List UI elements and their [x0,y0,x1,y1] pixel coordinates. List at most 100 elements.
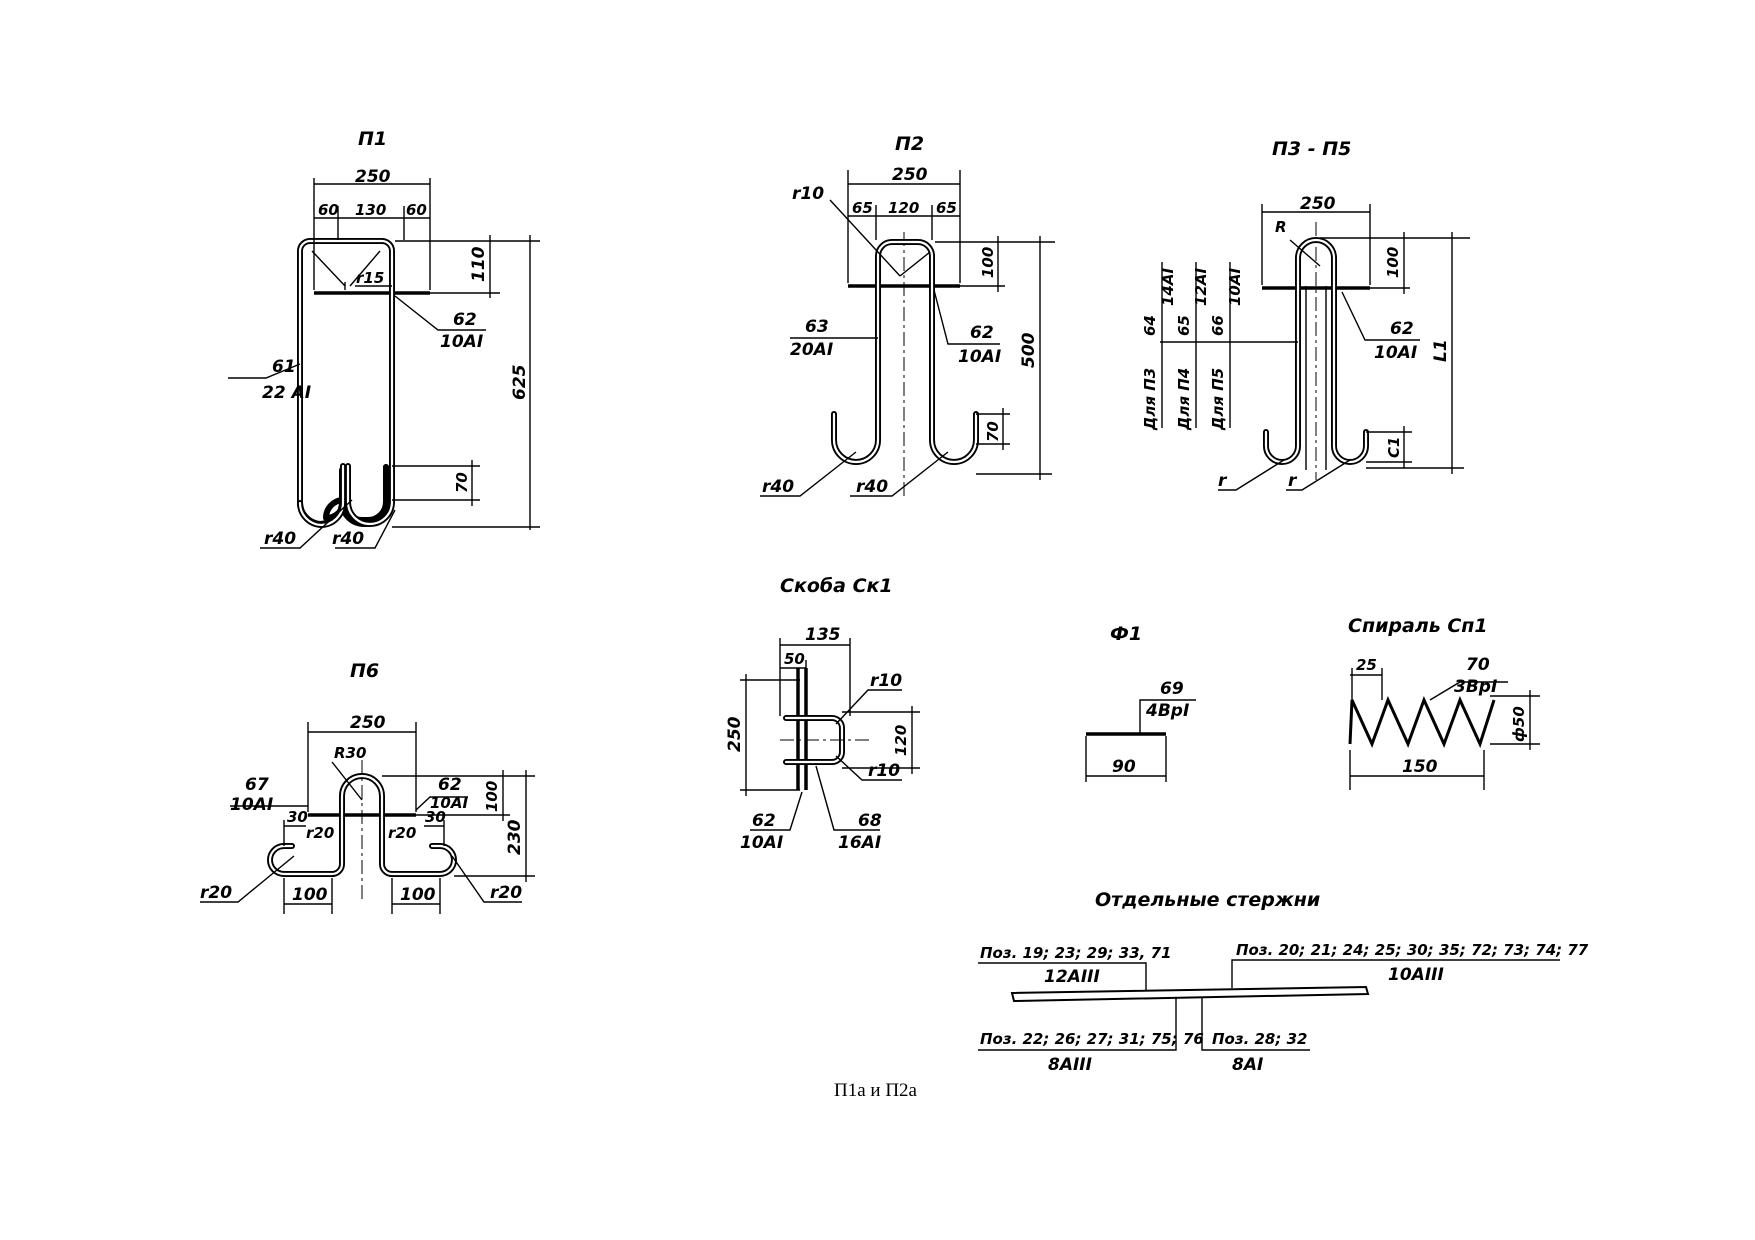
p3p5-dim-hook: C1 [1385,437,1403,458]
p6-dim-total-width: 250 [350,713,386,733]
rods-top-left-pos: Поз. 19; 23; 29; 33, 71 [980,944,1171,962]
p2-radius-top: r10 [792,184,824,204]
p6-drawing: П6 R30 250 100 230 30 30 r20 r20 67 10AI [200,660,535,914]
p6-dim-bottom-left: 100 [292,885,328,905]
sp1-dim-diameter: ф50 [1510,706,1528,742]
p1-bar-main-pos: 61 [272,357,296,377]
sk1-bar-b-pos: 68 [858,811,882,831]
p3p5-bar-cross-pos: 62 [1390,319,1414,339]
p2-dim-left: 65 [852,199,873,217]
p6-dim-bottom-right: 100 [400,885,436,905]
p2-radius-right: r40 [856,477,888,497]
f1-bar-pos: 69 [1160,679,1184,699]
p6-title: П6 [350,660,379,682]
p6-bar-left-pos: 67 [245,775,269,795]
p2-bar-cross-spec: 10AI [958,347,1001,367]
p1-dim-left: 60 [318,201,339,219]
sk1-dim-inner: 50 [784,650,805,668]
p2-drawing: П2 r10 250 65 120 65 100 500 70 63 20AI [760,133,1055,500]
rods-drawing: Отдельные стержни Поз. 19; 23; 29; 33, 7… [978,889,1589,1075]
p6-dim-height: 230 [505,819,525,855]
rods-top-right-spec: 10AIII [1388,965,1444,985]
p1-dim-hook: 70 [453,472,471,493]
caption: П1а и П2а [834,1080,918,1101]
p6-bar-right-spec: 10AI [430,794,468,812]
sk1-dim-top: 135 [805,625,841,645]
p3p5-dim-top: 100 [1384,247,1402,278]
sp1-title: Спираль Сп1 [1348,615,1488,637]
p2-dim-height: 500 [1019,332,1039,368]
p1-bar-main-spec: 22 AI [262,383,311,403]
p6-dim-side-left: 30 [287,808,308,826]
p6-bar-right-pos: 62 [438,775,462,795]
p6-dim-side-right: 30 [425,808,446,826]
sk1-dim-right: 120 [892,725,910,756]
p3p5-variant-3-pos: 66 [1209,315,1227,336]
p1-title: П1 [358,128,387,150]
p2-bar-cross-pos: 62 [970,323,994,343]
p1-dim-mid: 130 [355,201,386,219]
p2-bar-main-pos: 63 [805,317,829,337]
p6-dim-top: 100 [483,781,501,812]
p1-radius-left: r40 [264,529,296,549]
p3p5-bar-cross-spec: 10AI [1374,343,1417,363]
p1-dim-total-width: 250 [355,167,391,187]
sp1-drawing: Спираль Сп1 25 70 3ВрI 150 ф50 [1348,615,1540,790]
p2-radius-left: r40 [762,477,794,497]
rods-bottom-left-pos: Поз. 22; 26; 27; 31; 75; 76 [980,1030,1204,1048]
p1-drawing: П1 r15 250 60 130 60 110 625 [228,128,540,549]
p3p5-title: П3 - П5 [1272,138,1351,160]
p3p5-variant-1-label: Для П3 [1141,368,1159,431]
p3p5-dim-height: L1 [1431,339,1451,362]
p2-bar-main-spec: 20AI [790,340,833,360]
p2-main-bar [831,239,979,465]
p1-bar-cross-pos: 62 [453,310,477,330]
p2-dim-mid: 120 [888,199,919,217]
f1-bar-spec: 4ВрI [1145,701,1189,721]
p3p5-variant-2-label: Для П4 [1175,368,1193,431]
p3p5-dim-total-width: 250 [1300,194,1336,214]
sp1-bar-pos: 70 [1466,655,1490,675]
p2-dim-total-width: 250 [892,165,928,185]
p3p5-drawing: П3 - П5 R 250 100 L1 C1 Для П3 64 14AI [1141,138,1470,491]
sk1-dim-height: 250 [725,716,745,752]
sp1-bar-spec: 3ВрI [1454,677,1497,697]
p2-dim-top: 100 [979,247,997,278]
p6-radius-left-outer: r20 [200,883,232,903]
p2-dim-hook: 70 [984,421,1002,442]
sk1-radius-top: r10 [870,671,902,691]
f1-drawing: Ф1 69 4ВрI 90 [1085,623,1196,782]
rods-top-right-pos: Поз. 20; 21; 24; 25; 30; 35; 72; 73; 74;… [1236,941,1589,959]
p6-radius-left-inner: r20 [306,824,334,842]
rods-bottom-right-spec: 8AI [1232,1055,1263,1075]
sk1-radius-bottom: r10 [868,761,900,781]
p2-title: П2 [895,133,924,155]
rods-title: Отдельные стержни [1095,889,1320,911]
p3p5-variant-3-spec: 10AI [1226,268,1244,306]
p3p5-radius-top: R [1275,218,1287,236]
p1-dim-right: 60 [406,201,427,219]
sk1-bar-a-spec: 10AI [740,833,783,853]
p6-bar-left-spec: 10AI [230,795,273,815]
p1-radius-right: r40 [332,529,364,549]
p1-radius-inner: r15 [356,269,384,287]
rods-bottom-left-spec: 8AIII [1048,1055,1092,1075]
p3p5-variant-2-pos: 65 [1175,315,1193,336]
p3p5-radius-left: r [1218,471,1228,491]
p6-radius-right-inner: r20 [388,824,416,842]
p1-dim-top: 110 [469,246,489,282]
p3p5-variant-2-spec: 12AI [1192,268,1210,306]
p6-radius-right-outer: r20 [490,883,522,903]
p3p5-radius-right: r [1288,471,1298,491]
sp1-spiral [1348,696,1496,749]
sk1-bar-b-spec: 16AI [838,833,881,853]
p3p5-variant-3-label: Для П5 [1209,368,1227,431]
sp1-dim-pitch: 25 [1356,656,1377,674]
sk1-drawing: Скоба Ск1 135 50 250 120 r10 r10 62 10AI [725,575,920,853]
p6-radius-top: R30 [334,744,366,762]
rods-bottom-right-pos: Поз. 28; 32 [1212,1030,1307,1048]
sp1-dim-length: 150 [1402,757,1438,777]
p1-bar-cross-spec: 10AI [440,332,483,352]
rods-bar [1010,985,1370,1003]
